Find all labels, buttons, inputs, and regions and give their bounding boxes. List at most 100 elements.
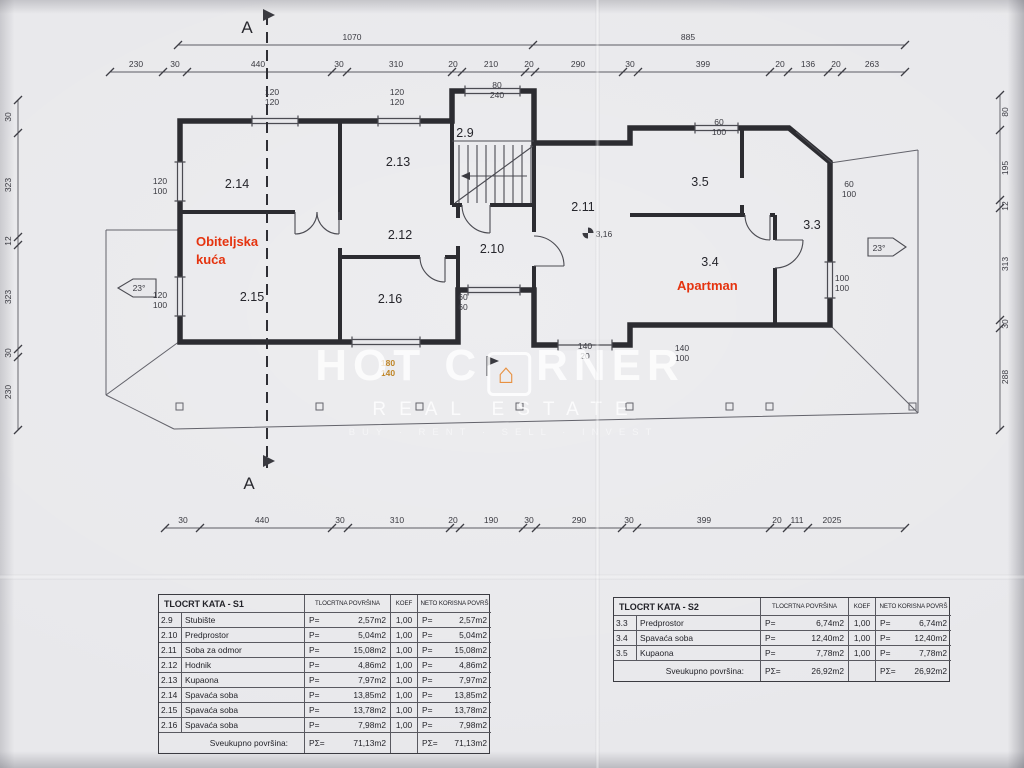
row-name: Spavaća soba — [182, 718, 305, 733]
dim-label: 885 — [681, 32, 695, 42]
row-id: 3.3 — [614, 616, 637, 631]
column-header-koef: KOEF — [849, 598, 876, 616]
dim-label: 80 — [492, 80, 502, 90]
room-label: 2.15 — [240, 290, 264, 304]
dim-label: 100 — [712, 127, 726, 137]
total-koef — [849, 661, 876, 681]
dim-label: 30 — [624, 515, 634, 525]
dim-label: 440 — [255, 515, 269, 525]
total-net: PΣ=71,13m2 — [422, 738, 487, 748]
row-net: P=5,04m2 — [418, 628, 491, 643]
row-koef: 1,00 — [391, 688, 418, 703]
dim-label: 120 — [265, 97, 279, 107]
room-label: 2.14 — [225, 177, 249, 191]
row-id: 2.9 — [159, 613, 182, 628]
row-net: P=7,97m2 — [418, 673, 491, 688]
room-label: 2.16 — [378, 292, 402, 306]
total-koef — [391, 733, 418, 753]
section-mark-top: A — [241, 18, 253, 37]
column-header-net: NETO KORISNA POVRŠ — [876, 598, 951, 616]
dim-label: 30 — [524, 515, 534, 525]
row-net: P=12,40m2 — [876, 631, 951, 646]
roof-outline — [105, 149, 919, 430]
dim-label: 120 — [390, 97, 404, 107]
row-id: 2.14 — [159, 688, 182, 703]
column-header-area: TLOCRTNA POVRŠINA — [305, 595, 391, 613]
row-koef: 1,00 — [391, 643, 418, 658]
column-header-koef: KOEF — [391, 595, 418, 613]
room-label: 3.4 — [701, 255, 718, 269]
dim-label: 20 — [831, 59, 841, 69]
dim-label: 263 — [865, 59, 879, 69]
row-name: Kupaona — [182, 673, 305, 688]
room-label: 2.12 — [388, 228, 412, 242]
row-koef: 1,00 — [391, 718, 418, 733]
row-koef: 1,00 — [391, 613, 418, 628]
row-net: P=6,74m2 — [876, 616, 951, 631]
dim-label: 399 — [697, 515, 711, 525]
label-family-house-line2: kuća — [196, 252, 226, 267]
flag-marker-icon — [486, 356, 499, 376]
dim-label: 120 — [265, 87, 279, 97]
table-title: TLOCRT KATA - S1 — [159, 595, 305, 613]
row-net: P=13,85m2 — [418, 688, 491, 703]
dim-label: 190 — [484, 515, 498, 525]
row-net: P=15,08m2 — [418, 643, 491, 658]
dim-label: 12 — [1000, 201, 1010, 211]
row-name: Stubište — [182, 613, 305, 628]
row-koef: 1,00 — [391, 673, 418, 688]
dim-label: 20 — [524, 59, 534, 69]
column-header-net: NETO KORISNA POVRŠ — [418, 595, 491, 613]
row-area: P=15,08m2 — [305, 643, 391, 658]
row-area: P=4,86m2 — [305, 658, 391, 673]
row-name: Predprostor — [182, 628, 305, 643]
row-koef: 1,00 — [849, 646, 876, 661]
dim-label: 60 — [458, 292, 468, 302]
section-line: A A — [241, 9, 275, 493]
row-koef: 1,00 — [849, 616, 876, 631]
dim-label: 140 — [675, 343, 689, 353]
dim-label: 23° — [873, 243, 886, 253]
roof-slope-arrow-left — [116, 278, 157, 298]
stairs-icon — [454, 145, 534, 204]
dim-label: 120 — [153, 176, 167, 186]
dim-label: 30 — [3, 112, 13, 122]
row-net: P=7,78m2 — [876, 646, 951, 661]
roof-slope-arrow-right — [867, 237, 907, 257]
dim-label: 30 — [334, 59, 344, 69]
dim-label: 120 — [390, 87, 404, 97]
dim-label: 2025 — [823, 515, 842, 525]
dim-label: 30 — [178, 515, 188, 525]
floorplan-drawing: A A Obiteljska kuća Apartman 10708852303… — [3, 9, 1010, 533]
row-name: Predprostor — [637, 616, 761, 631]
dim-label: 30 — [1000, 319, 1010, 329]
row-area: P=2,57m2 — [305, 613, 391, 628]
dim-label: 288 — [1000, 370, 1010, 384]
room-label: 2.13 — [386, 155, 410, 169]
eaves-posts — [175, 402, 917, 411]
dim-label: 20 — [772, 515, 782, 525]
elevation-marker-icon — [582, 227, 594, 239]
dim-label: 20 — [775, 59, 785, 69]
dim-label: 440 — [251, 59, 265, 69]
room-label: 2.10 — [480, 242, 504, 256]
dim-label: 30 — [3, 348, 13, 358]
total-label: Sveukupno površina: — [159, 733, 305, 753]
row-area: P=7,97m2 — [305, 673, 391, 688]
label-apartment: Apartman — [677, 278, 738, 293]
room-label: 3.3 — [803, 218, 820, 232]
dim-label: 60 — [458, 302, 468, 312]
row-id: 2.13 — [159, 673, 182, 688]
row-name: Spavaća soba — [637, 631, 761, 646]
label-family-house-line1: Obiteljska — [196, 234, 259, 249]
doors — [294, 204, 804, 283]
dim-label: 30 — [335, 515, 345, 525]
table-title: TLOCRT KATA - S2 — [614, 598, 761, 616]
row-area: P=13,78m2 — [305, 703, 391, 718]
dim-label: 100 — [153, 186, 167, 196]
row-koef: 1,00 — [849, 631, 876, 646]
dim-label: 140 — [381, 368, 395, 378]
outer-walls — [177, 88, 833, 348]
dim-label: 136 — [801, 59, 815, 69]
